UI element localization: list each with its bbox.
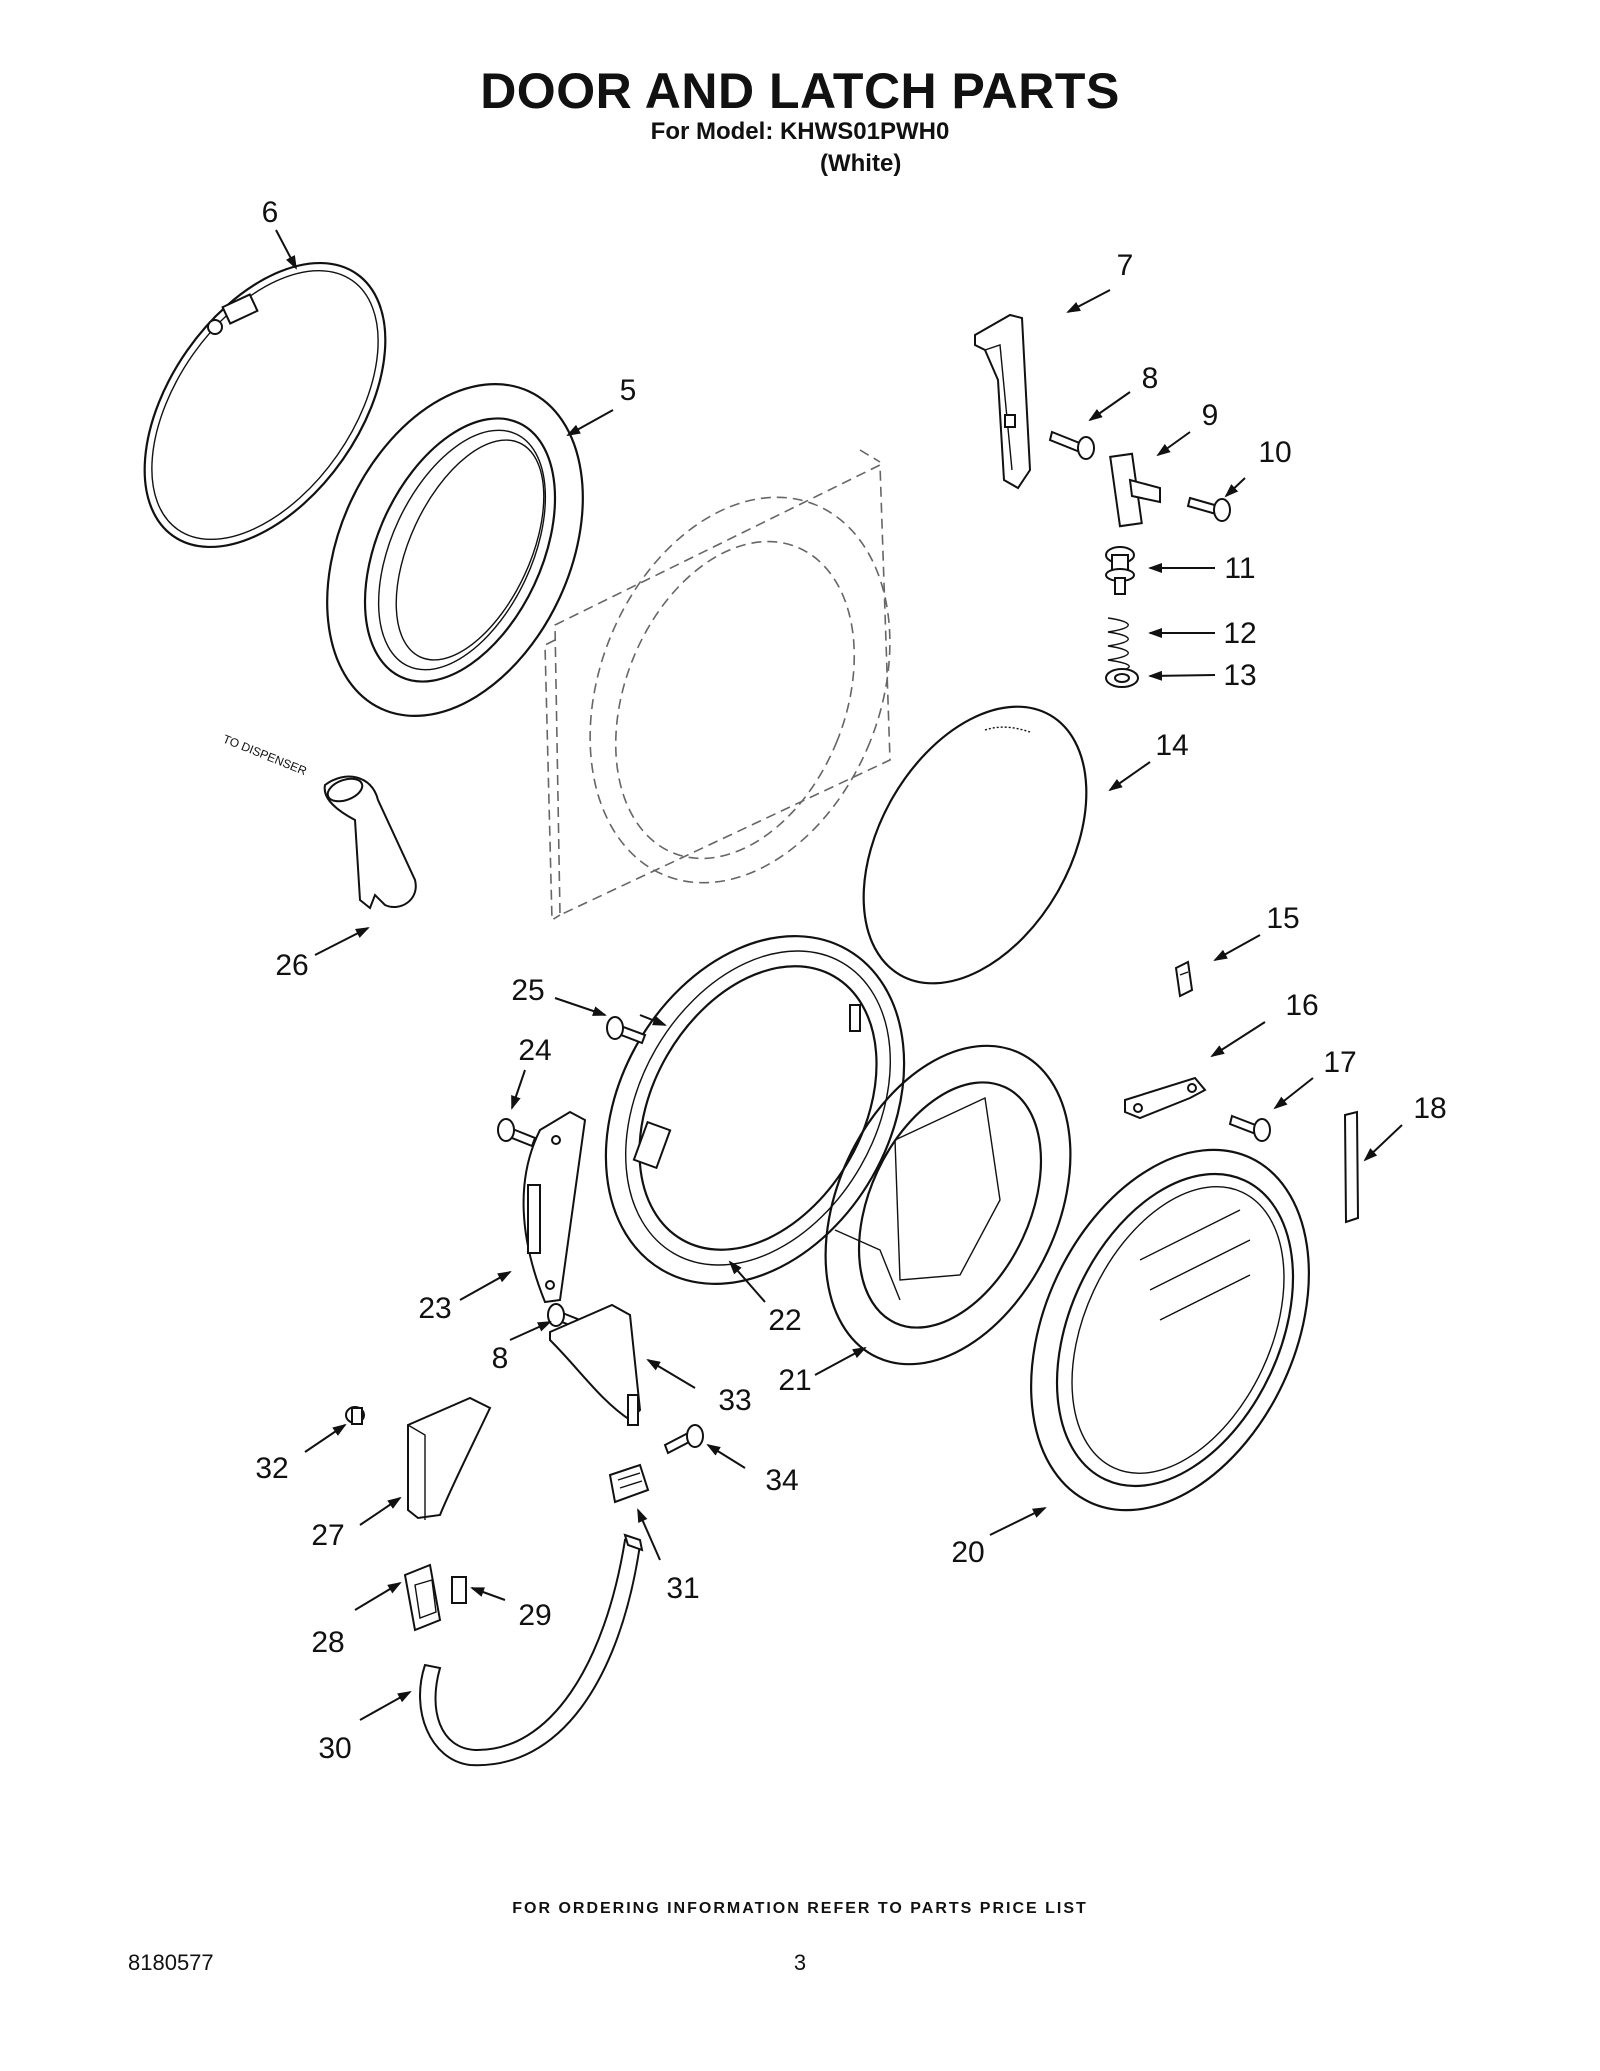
screw-part-25: [606, 1016, 647, 1045]
callout-8-lower: 8: [492, 1342, 509, 1375]
door-hinge-part: [522, 1110, 587, 1304]
inner-door-frame-part: [604, 935, 906, 1285]
callout-32: 32: [255, 1452, 288, 1485]
plunger-part: [1105, 546, 1135, 595]
dispenser-note: TO DISPENSER: [221, 732, 309, 778]
callout-7: 7: [1117, 249, 1134, 282]
callout-10: 10: [1258, 436, 1291, 469]
callout-27: 27: [311, 1519, 344, 1552]
screw-part-10: [1186, 496, 1231, 522]
callout-13: 13: [1223, 659, 1256, 692]
callout-22: 22: [768, 1304, 801, 1337]
callout-9: 9: [1202, 399, 1219, 432]
callout-6: 6: [262, 196, 279, 229]
document-number: 8180577: [128, 1950, 214, 1975]
latch-block-part: [403, 1563, 442, 1632]
handle-housing-part: [549, 1303, 642, 1426]
callout-23: 23: [418, 1292, 451, 1325]
latch-bracket-part: [974, 313, 1032, 490]
outer-door-ring-part: [1030, 1148, 1310, 1512]
dispenser-hose-part: TO DISPENSER: [221, 732, 417, 910]
screw-part-top: [1048, 430, 1095, 460]
callout-11: 11: [1224, 552, 1255, 585]
callout-17: 17: [1323, 1046, 1356, 1079]
hinge-plate-part: [1124, 1076, 1207, 1120]
model-color: (White): [820, 150, 902, 177]
screw-part-34: [663, 1424, 704, 1455]
clamp-ring-part: [143, 261, 387, 549]
callout-24: 24: [518, 1034, 551, 1067]
door-glass-part: [824, 1044, 1072, 1366]
cabinet-front-outline: [544, 449, 891, 922]
model-line: For Model: KHWS01PWH0: [650, 118, 950, 145]
door-seal-strip-part: [419, 1533, 644, 1767]
callout-34: 34: [765, 1464, 798, 1497]
callout-26: 26: [275, 949, 308, 982]
door-boot-part: [326, 383, 584, 717]
latch-button-part: [608, 1463, 650, 1504]
callout-labels: 6 5 7 8 9 10 11 12 13 14 15 16 17 18 20 …: [255, 196, 1446, 1765]
callout-30: 30: [318, 1732, 351, 1765]
leader-arrows: [275, 229, 1403, 1721]
page-title: DOOR AND LATCH PARTS: [480, 63, 1120, 119]
callout-5: 5: [620, 374, 637, 407]
ordering-note: FOR ORDERING INFORMATION REFER TO PARTS …: [512, 1900, 1088, 1917]
nut-part: [345, 1406, 365, 1425]
screw-part-24: [497, 1118, 537, 1148]
callout-15: 15: [1266, 902, 1299, 935]
callout-16: 16: [1285, 989, 1318, 1022]
latch-insert-part: [451, 1576, 467, 1604]
callout-29: 29: [518, 1599, 551, 1632]
screw-part-17: [1228, 1114, 1271, 1142]
clip-part: [1174, 960, 1194, 998]
callout-31: 31: [666, 1572, 699, 1605]
window-gasket-part: [862, 705, 1088, 985]
trim-strip-part: [1343, 1110, 1360, 1224]
callout-12: 12: [1223, 617, 1256, 650]
spring-part: [1107, 617, 1130, 673]
callout-28: 28: [311, 1626, 344, 1659]
callout-18: 18: [1413, 1092, 1446, 1125]
callout-25: 25: [511, 974, 544, 1007]
page-number: 3: [793, 1950, 807, 1975]
callout-14: 14: [1155, 729, 1188, 762]
callout-21: 21: [778, 1364, 811, 1397]
callout-20: 20: [951, 1536, 984, 1569]
washer-part: [1105, 668, 1139, 688]
door-handle-part: [407, 1396, 492, 1520]
latch-strike-part: [1109, 452, 1161, 528]
callout-8-top: 8: [1142, 362, 1159, 395]
callout-33: 33: [718, 1384, 751, 1417]
